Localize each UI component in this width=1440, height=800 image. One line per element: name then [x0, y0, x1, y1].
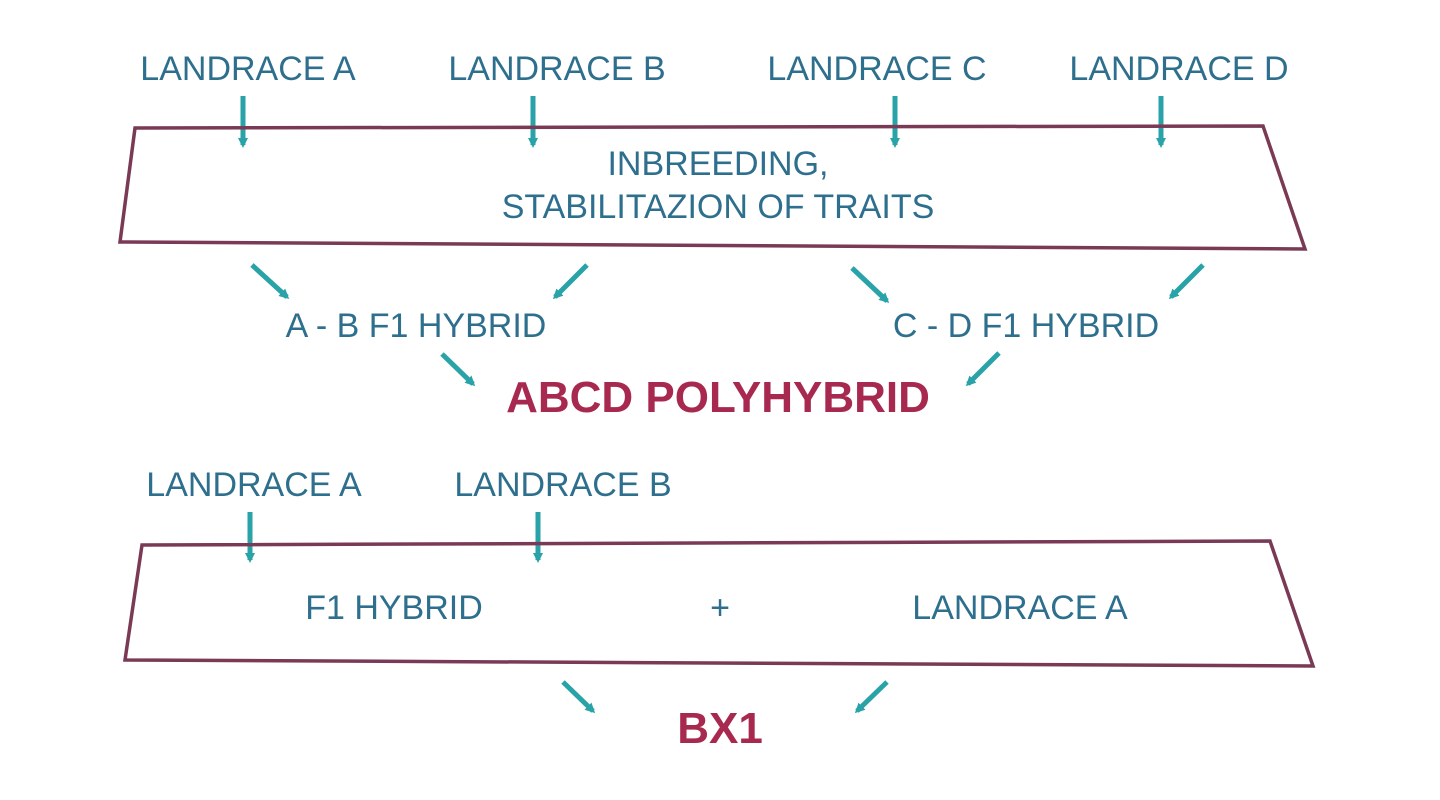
arrow-icon [850, 266, 890, 304]
section-bx1: LANDRACE A LANDRACE B F1 HYBRID + LANDRA… [122, 466, 1316, 753]
hybrid-ab-label: A - B F1 HYBRID [286, 307, 547, 345]
landrace-c-label: LANDRACE C [767, 50, 986, 88]
backcross-box [122, 539, 1316, 668]
landrace-a-label: LANDRACE A [140, 50, 356, 88]
inbreeding-box [118, 124, 1308, 251]
hybrid-cd-label: C - D F1 HYBRID [893, 307, 1159, 345]
box-f1-hybrid: F1 HYBRID [305, 589, 483, 627]
polyhybrid-result: ABCD POLYHYBRID [506, 373, 930, 422]
arrow-icon [561, 680, 596, 714]
box-plus-sign: + [710, 589, 730, 627]
inbreeding-box-line2: STABILITAZION OF TRAITS [502, 188, 935, 226]
inbreeding-box-line1: INBREEDING, [607, 145, 828, 183]
landrace-a-label-2: LANDRACE A [146, 466, 362, 504]
landrace-b-label: LANDRACE B [448, 50, 665, 88]
arrow-icon [1168, 263, 1205, 300]
bx1-result: BX1 [677, 704, 763, 753]
arrow-icon [965, 351, 1001, 387]
arrow-icon [440, 352, 476, 387]
arrow-icon [552, 263, 589, 300]
landrace-b-label-2: LANDRACE B [454, 466, 671, 504]
section-polyhybrid: LANDRACE A LANDRACE B LANDRACE C LANDRAC… [118, 50, 1308, 422]
arrow-icon [854, 680, 889, 714]
arrow-icon [250, 263, 290, 300]
box-landrace-a: LANDRACE A [912, 589, 1128, 627]
landrace-d-label: LANDRACE D [1069, 50, 1288, 88]
